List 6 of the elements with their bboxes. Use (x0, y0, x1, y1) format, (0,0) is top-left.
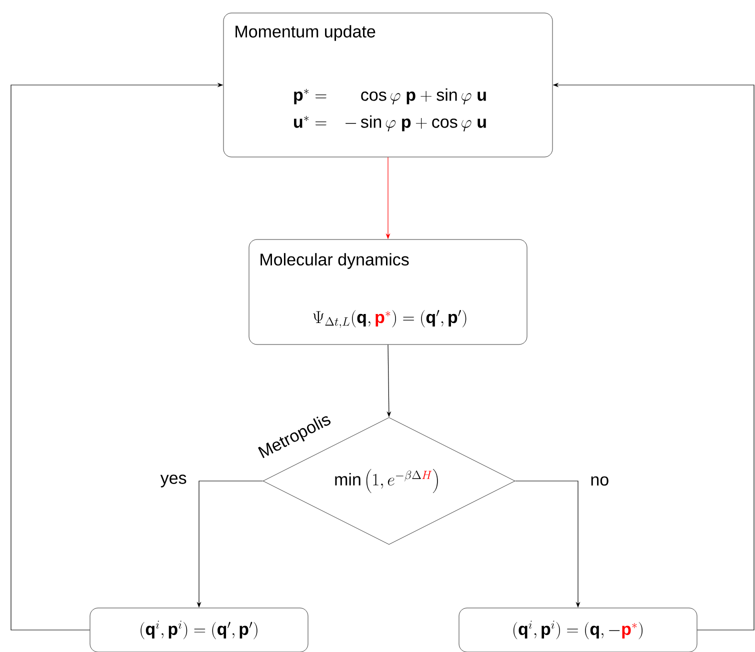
process-box: $(\mathbf{q}^i,\mathbf{p}^i) = (\mathbf{q}',\mathbf{p}')$ (90, 608, 308, 652)
process-box: Molecular dynamics $\Psi_{\Delta t,L}(\mathbf{q},{\color{red}\mathbf{p}^*}) = (\mathbf{q}',\mathbf{p}')$ (248, 239, 528, 345)
process-box: $(\mathbf{q}^i,\mathbf{p}^i) = (\mathbf{q},-{\color{red}\mathbf{p}^*})$ (458, 608, 698, 652)
edge-label: no (591, 476, 608, 486)
process-box: Momentum update $\begin{array}{@{}l@{\quad}r@{}}\mathbf{p}^* = & \cos\varphi\;\mathbf{p}+\sin\varphi\;\mathbf{u}\\[6pt] \mathbf{u}^* = & -\sin\varphi\;\mathbf{p}+\cos\varphi\;\mathbf{u}\end{array}$ (223, 12, 553, 158)
edge-label: yes (160, 474, 186, 488)
